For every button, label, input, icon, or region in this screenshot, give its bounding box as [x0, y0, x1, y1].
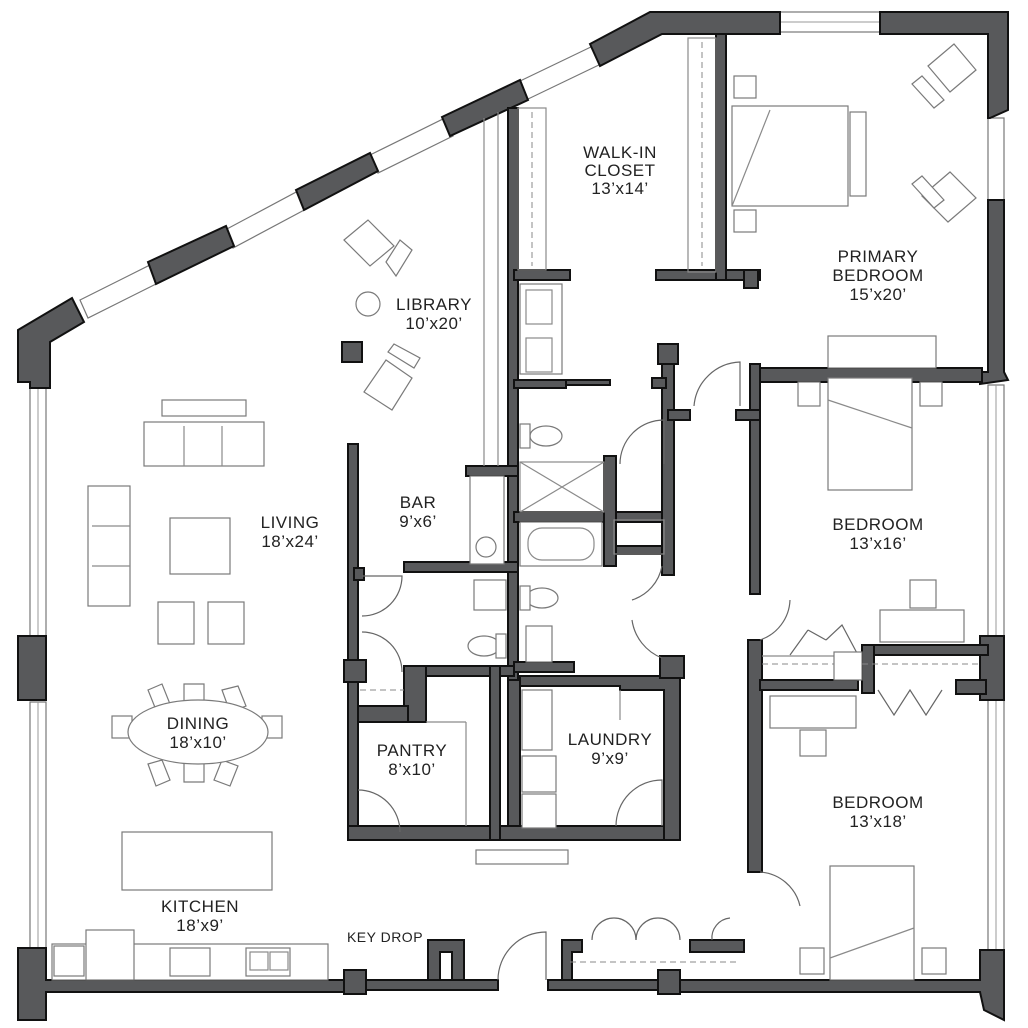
walkin-name2: CLOSET: [584, 161, 655, 180]
library-size: 10’x20’: [405, 314, 462, 333]
doors: [357, 361, 943, 981]
furniture: [51, 43, 977, 981]
living-size: 18’x24’: [261, 532, 318, 551]
dining-size: 18’x10’: [169, 733, 226, 752]
bar-size: 9’x6’: [399, 512, 436, 531]
kitchen-size: 18’x9’: [176, 916, 223, 935]
exterior-walls: [17, 11, 1010, 1022]
primary-size: 15’x20’: [849, 285, 906, 304]
bedroom1-size: 13’x16’: [849, 534, 906, 553]
dining-chairs: [111, 683, 283, 787]
bedroom2-size: 13’x18’: [849, 812, 906, 831]
kitchen-name: KITCHEN: [161, 897, 239, 916]
walkin-size: 13’x14’: [591, 179, 648, 198]
pantry-size: 8’x10’: [388, 760, 435, 779]
pantry-name: PANTRY: [377, 741, 447, 760]
living-name: LIVING: [261, 513, 320, 532]
library-chairs: [341, 219, 421, 411]
primary-name: PRIMARY: [838, 247, 919, 266]
room-labels: WALK-IN CLOSET 13’x14’ PRIMARY BEDROOM 1…: [161, 143, 923, 945]
closet-shelving: [360, 37, 978, 963]
bedroom1-name: BEDROOM: [832, 515, 923, 534]
bar-name: BAR: [400, 493, 436, 512]
laundry-size: 9’x9’: [591, 749, 628, 768]
primary-name2: BEDROOM: [832, 266, 923, 285]
laundry-name: LAUNDRY: [568, 730, 652, 749]
bedroom2-name: BEDROOM: [832, 793, 923, 812]
library-name: LIBRARY: [396, 295, 472, 314]
dining-name: DINING: [167, 714, 230, 733]
walkin-name: WALK-IN: [583, 143, 657, 162]
interior-walls: [343, 33, 989, 995]
key-drop-label: KEY DROP: [347, 929, 423, 945]
